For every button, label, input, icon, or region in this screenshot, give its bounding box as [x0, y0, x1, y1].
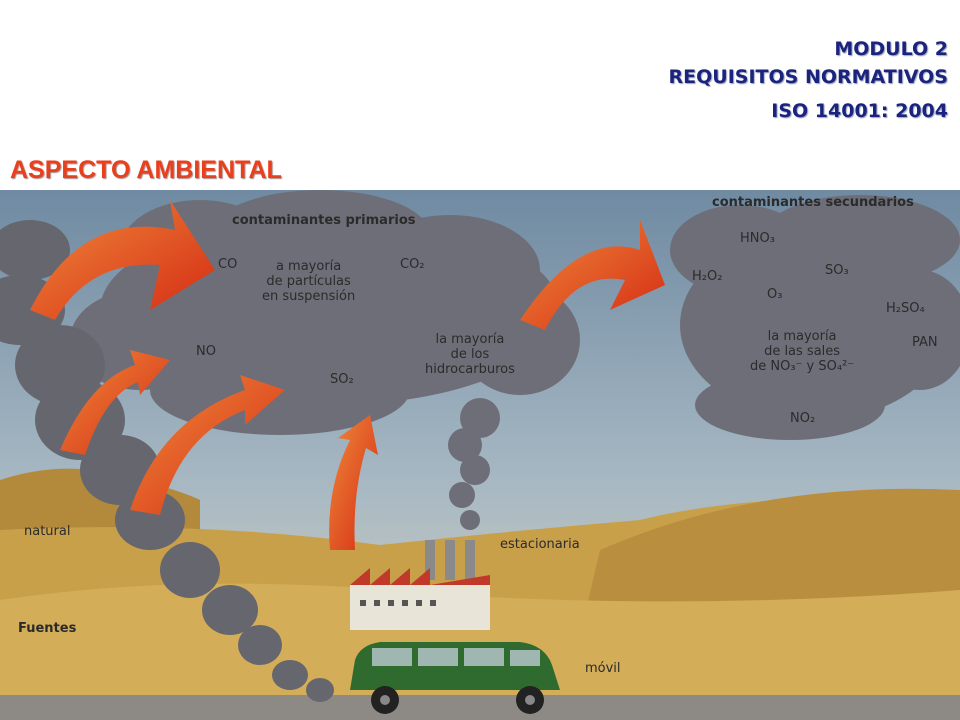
section-title: ASPECTO AMBIENTAL	[10, 156, 282, 184]
label-h2o2: H₂O₂	[692, 269, 723, 284]
label-so2: SO₂	[330, 372, 354, 387]
arrow-primary-to-secondary	[520, 220, 665, 330]
label-salts: la mayoría de las sales de NO₃⁻ y SO₄²⁻	[750, 329, 855, 374]
secondary-pollutants-title: contaminantes secundarios	[712, 195, 914, 210]
label-so3: SO₃	[825, 263, 849, 278]
factory	[350, 540, 490, 630]
label-co2: CO₂	[400, 257, 425, 272]
module-subtitle: REQUISITOS NORMATIVOS	[668, 66, 948, 88]
standard-label: ISO 14001: 2004	[771, 100, 948, 122]
arrow-from-smoke-2	[130, 375, 285, 515]
arrow-natural-to-primary	[30, 200, 215, 320]
label-pan: PAN	[912, 335, 938, 350]
secondary-cloud	[670, 195, 960, 440]
road	[0, 695, 960, 720]
arrow-from-factory	[329, 415, 378, 550]
label-hno3: HNO₃	[740, 231, 775, 246]
arrow-from-smoke-1	[60, 350, 170, 455]
module-title: MODULO 2	[834, 38, 948, 60]
factory-smoke	[448, 398, 500, 530]
primary-pollutants-title: contaminantes primarios	[232, 213, 416, 228]
label-co: CO	[218, 257, 238, 272]
flow-arrows	[30, 200, 665, 550]
label-particles: a mayoría de partículas en suspensión	[262, 259, 356, 304]
label-o3: O₃	[767, 287, 783, 302]
label-no2: NO₂	[790, 411, 816, 426]
label-stationary: estacionaria	[500, 537, 580, 552]
pollution-illustration	[0, 190, 960, 720]
label-no: NO	[196, 344, 216, 359]
label-h2so4: H₂SO₄	[886, 301, 925, 316]
label-hydrocarbons: la mayoría de los hidrocarburos	[425, 332, 515, 377]
pollution-diagram: contaminantes primarios CO CO₂ a mayoría…	[0, 190, 960, 720]
car	[350, 642, 560, 714]
label-mobile: móvil	[585, 661, 621, 676]
sources-title: Fuentes	[18, 621, 77, 636]
label-natural: natural	[24, 524, 71, 539]
